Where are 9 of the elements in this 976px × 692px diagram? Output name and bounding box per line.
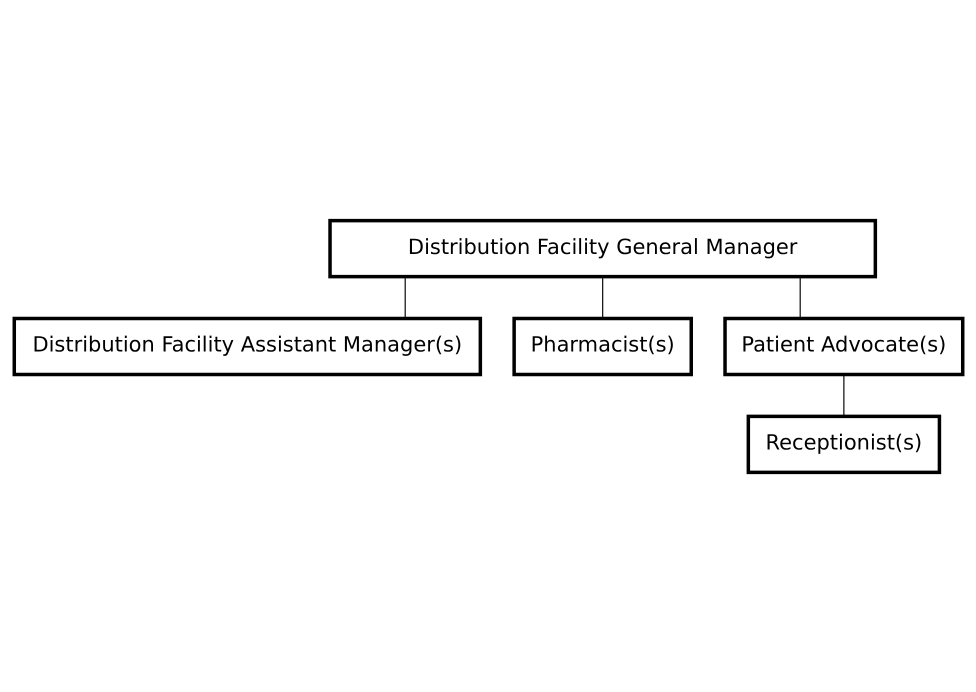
- connector: [842, 374, 844, 416]
- connector: [404, 276, 406, 318]
- node-box: Pharmacist(s): [512, 316, 692, 376]
- node-box: Distribution Facility General Manager: [328, 218, 877, 278]
- node-box: Patient Advocate(s): [722, 316, 964, 376]
- node-box: Receptionist(s): [746, 414, 941, 474]
- connector: [799, 276, 800, 318]
- node-box: Distribution Facility Assistant Manager(s): [12, 316, 482, 376]
- connector: [602, 276, 603, 318]
